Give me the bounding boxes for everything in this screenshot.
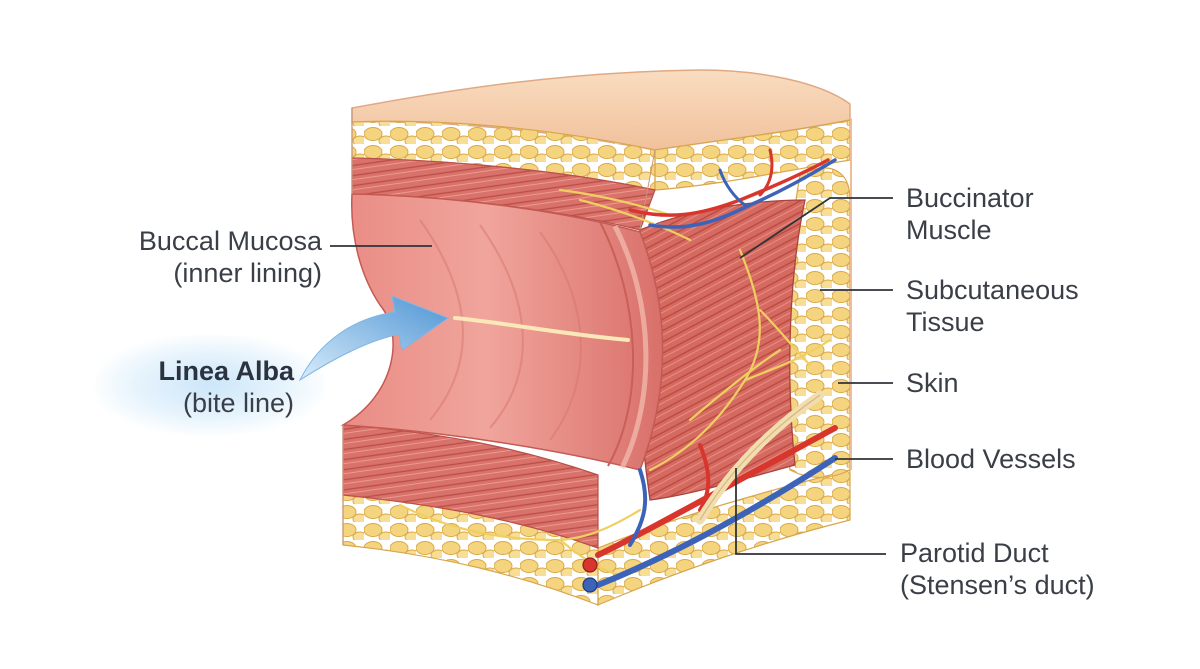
subcutaneous-subtitle: Tissue	[906, 307, 985, 337]
parotid-duct-subtitle: (Stensen’s duct)	[900, 570, 1095, 600]
label-subcutaneous-tissue: Subcutaneous Tissue	[906, 274, 1079, 338]
label-buccal-mucosa: Buccal Mucosa (inner lining)	[90, 225, 322, 289]
linea-alba-subtitle: (bite line)	[182, 388, 294, 418]
muscle-band-bottom	[342, 424, 599, 549]
label-skin: Skin	[906, 367, 959, 399]
skin-right-edge	[850, 118, 852, 470]
blood-vessels-title: Blood Vessels	[906, 444, 1076, 474]
label-parotid-duct: Parotid Duct (Stensen’s duct)	[900, 537, 1095, 601]
skin-title: Skin	[906, 368, 959, 398]
label-blood-vessels: Blood Vessels	[906, 443, 1076, 475]
buccal-mucosa	[340, 193, 664, 471]
subcutaneous-title: Subcutaneous	[906, 275, 1079, 305]
parotid-duct-title: Parotid Duct	[900, 538, 1049, 568]
leader-lines	[330, 197, 893, 555]
label-buccinator-muscle: Buccinator Muscle	[906, 182, 1034, 246]
buccal-mucosa-title: Buccal Mucosa	[138, 226, 322, 256]
leader-parotid-duct	[735, 468, 886, 555]
label-linea-alba: Linea Alba (bite line)	[100, 355, 294, 419]
buccinator-title: Buccinator	[906, 183, 1034, 213]
linea-alba-line	[453, 316, 630, 342]
blood-vessels-group	[595, 148, 838, 588]
curved-arrow-icon	[298, 295, 450, 382]
linea-alba-title: Linea Alba	[158, 356, 294, 386]
nerve-branches	[398, 188, 832, 577]
linea-alba-highlight	[95, 335, 325, 435]
leader-buccinator	[739, 197, 893, 259]
buccal-mucosa-subtitle: (inner lining)	[173, 258, 322, 288]
buccinator-subtitle: Muscle	[906, 215, 992, 245]
